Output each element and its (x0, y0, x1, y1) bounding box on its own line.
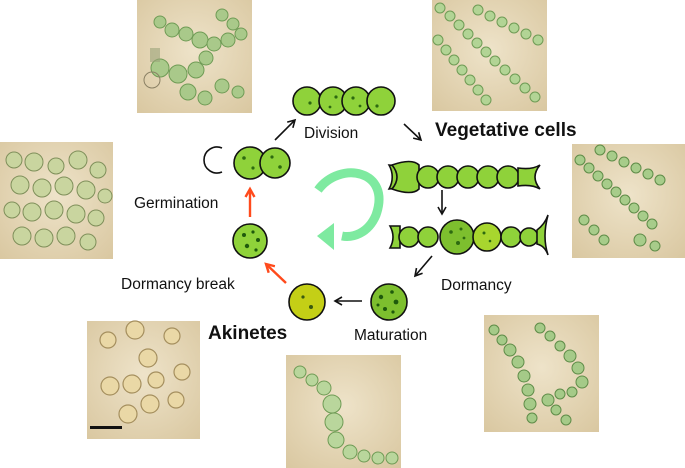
scale-bar (90, 426, 122, 429)
photo-akinete-cluster (0, 142, 113, 259)
arrow-akinete-to-dormancy-break (264, 262, 287, 284)
dividing-filament (292, 86, 396, 116)
label-maturation: Maturation (354, 327, 427, 344)
label-vegetative-cells: Vegetative cells (435, 120, 577, 141)
label-dormancy-break: Dormancy break (121, 276, 235, 293)
label-akinetes: Akinetes (208, 323, 287, 344)
dormancy-break-cell (232, 223, 268, 259)
photo-dividing-filaments (137, 0, 252, 113)
label-division: Division (304, 125, 358, 142)
dormancy-filament (388, 214, 549, 256)
photo-vegetative-filaments-right (572, 144, 685, 258)
reactivation-arrows (244, 186, 287, 284)
photo-vegetative-filaments-top (432, 0, 547, 111)
cycle-step-arrows (274, 118, 447, 306)
vegetative-filament (387, 160, 541, 194)
germinating-cells (203, 146, 291, 180)
maturing-akinete-cell (370, 283, 408, 321)
label-germination: Germination (134, 195, 218, 212)
photo-akinetes-with-scale-bar (87, 320, 200, 439)
label-dormancy: Dormancy (441, 277, 512, 294)
photo-dormant-filaments (484, 315, 599, 432)
arrow-division-to-vegetative (403, 123, 423, 142)
empty-akinete-envelope (203, 146, 223, 174)
cycle-arrow (314, 168, 384, 250)
arrow-dormancy-to-maturation (413, 255, 433, 278)
photo-maturing-filament (286, 355, 401, 468)
arrow-germination-to-division (274, 118, 297, 141)
akinete-cell (288, 283, 326, 321)
